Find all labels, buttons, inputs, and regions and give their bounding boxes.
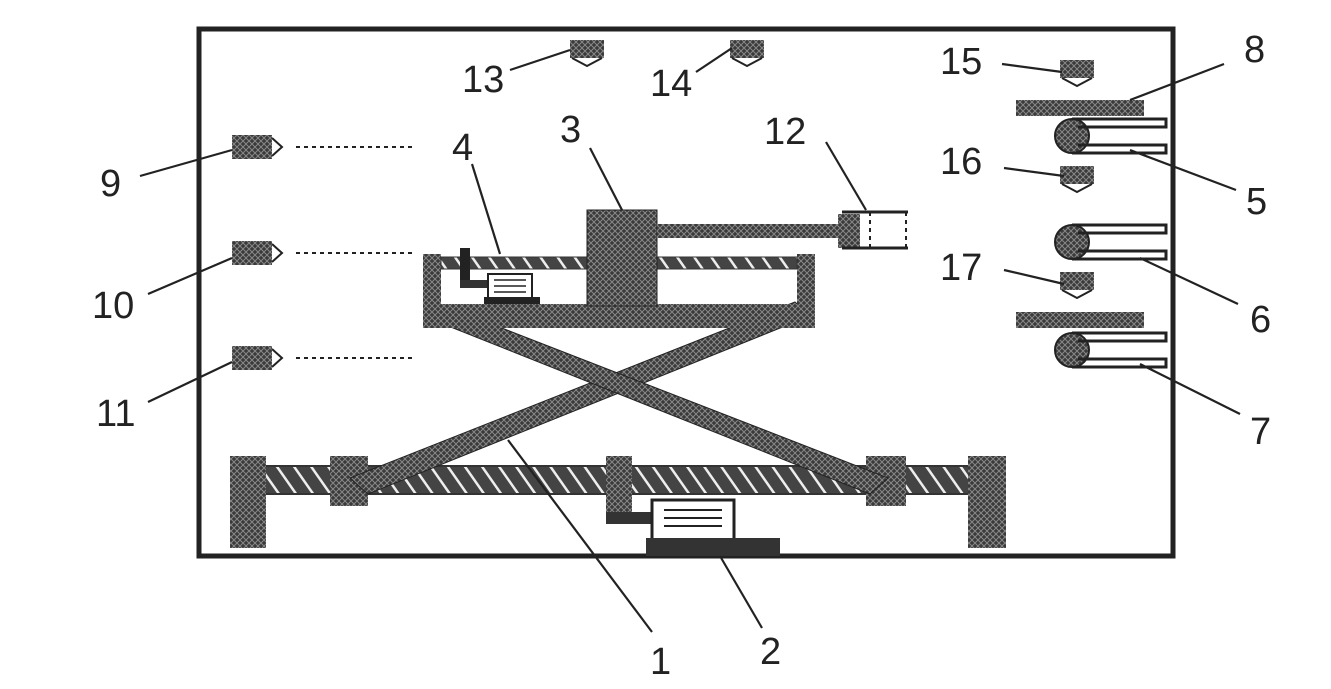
- platform-base: [423, 304, 815, 328]
- label-13: 13: [462, 59, 504, 101]
- label-7: 7: [1250, 411, 1271, 453]
- tray-8: [1016, 100, 1144, 116]
- label-16: 16: [940, 141, 982, 183]
- label-11: 11: [96, 393, 135, 435]
- sensor-17-icon: [1060, 272, 1094, 300]
- label-15: 15: [940, 41, 982, 83]
- label-10: 10: [92, 285, 134, 327]
- conveyor-7-icon: [1054, 331, 1168, 369]
- gripper: [838, 210, 908, 250]
- platform-motor-fins: [494, 279, 526, 293]
- leader-lines: [139, 47, 1241, 633]
- label-14: 14: [650, 63, 692, 105]
- label-1: 1: [650, 641, 671, 683]
- conveyor-5-icon: [1054, 117, 1168, 155]
- platform-motor-coupling: [460, 280, 488, 288]
- sensor-15-icon: [1060, 60, 1094, 88]
- platform-right-post: [797, 254, 815, 314]
- sensor-9-icon: [232, 135, 412, 159]
- label-12: 12: [764, 111, 806, 153]
- label-5: 5: [1246, 181, 1267, 223]
- label-17: 17: [940, 247, 982, 289]
- base-motor-fins: [664, 509, 722, 527]
- extension-arm: [657, 224, 839, 238]
- label-6: 6: [1250, 299, 1271, 341]
- sensor-13-icon: [570, 40, 604, 68]
- label-3: 3: [560, 109, 581, 151]
- label-2: 2: [760, 631, 781, 673]
- base-gear: [606, 456, 632, 512]
- carriage-block: [586, 209, 658, 307]
- base-motor: [650, 498, 736, 542]
- platform-left-post: [423, 254, 441, 314]
- label-9: 9: [100, 163, 121, 205]
- sensor-11-icon: [232, 346, 412, 370]
- tray-7: [1016, 312, 1144, 328]
- label-8: 8: [1244, 29, 1265, 71]
- left-end-support: [230, 456, 266, 548]
- base-motor-coupling: [606, 512, 652, 524]
- platform-gear: [460, 248, 470, 284]
- conveyor-6-icon: [1054, 223, 1168, 261]
- base-motor-mount: [646, 538, 780, 556]
- sensor-10-icon: [232, 241, 412, 265]
- sensor-14-icon: [730, 40, 764, 68]
- platform-motor-mount: [484, 297, 540, 304]
- sensor-16-icon: [1060, 166, 1094, 194]
- label-4: 4: [452, 127, 473, 169]
- right-end-support: [968, 456, 1006, 548]
